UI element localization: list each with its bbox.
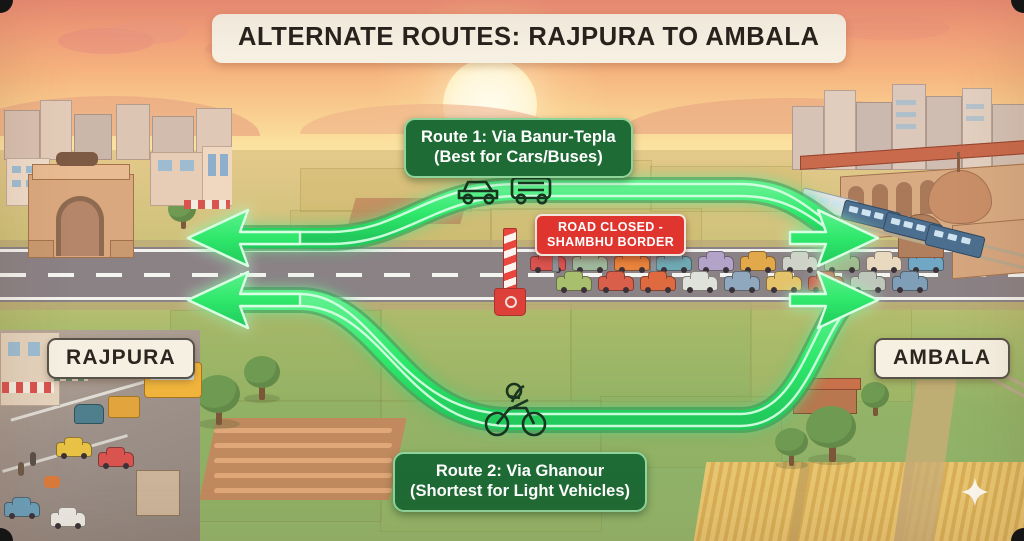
jammed-car bbox=[782, 251, 818, 273]
street-car bbox=[56, 437, 92, 459]
street-car bbox=[98, 447, 134, 469]
jammed-car bbox=[572, 251, 608, 273]
jammed-car bbox=[556, 271, 592, 293]
jammed-car bbox=[850, 271, 886, 293]
pedestrian bbox=[30, 452, 36, 466]
barrier-striped-pole bbox=[503, 228, 517, 296]
window bbox=[12, 180, 21, 187]
station-arch bbox=[896, 182, 912, 216]
street-car bbox=[4, 497, 40, 519]
barrier-base-hole bbox=[505, 296, 517, 308]
window bbox=[12, 166, 21, 173]
origin-city-label: RAJPURA bbox=[47, 338, 195, 379]
jammed-car bbox=[614, 251, 650, 273]
route-2-label: Route 2: Via Ghanour (Shortest for Light… bbox=[393, 452, 648, 512]
route-2-line-2: (Shortest for Light Vehicles) bbox=[410, 482, 631, 500]
route-1-line-1: Route 1: Via Banur-Tepla bbox=[421, 128, 616, 146]
closure-line-2: SHAMBHU BORDER bbox=[547, 234, 675, 249]
window bbox=[26, 166, 35, 173]
jammed-car bbox=[724, 271, 760, 293]
origin-city-text: RAJPURA bbox=[66, 346, 176, 369]
window bbox=[966, 116, 984, 121]
building bbox=[4, 110, 40, 160]
roadside-kiosk bbox=[136, 470, 180, 516]
window bbox=[896, 100, 916, 105]
cloud-shape bbox=[110, 20, 188, 44]
corner-mask bbox=[1011, 528, 1024, 541]
route-2-line-1: Route 2: Via Ghanour bbox=[435, 462, 605, 480]
road-closed-sign: ROAD CLOSED - SHAMBHU BORDER bbox=[535, 214, 687, 256]
page-title: ALTERNATE ROUTES: RAJPURA TO AMBALA bbox=[212, 14, 846, 63]
street-car bbox=[50, 507, 86, 529]
building bbox=[40, 100, 72, 160]
route-1-label: Route 1: Via Banur-Tepla (Best for Cars/… bbox=[404, 118, 633, 178]
sparkle-glint-icon bbox=[960, 477, 990, 507]
jammed-car bbox=[656, 251, 692, 273]
jammed-car bbox=[598, 271, 634, 293]
cloud-shape bbox=[58, 28, 154, 54]
closure-line-1: ROAD CLOSED - bbox=[557, 220, 664, 234]
shop-awning bbox=[184, 200, 230, 209]
route-1-line-2: (Best for Cars/Buses) bbox=[433, 148, 603, 166]
auto-rickshaw bbox=[74, 404, 104, 424]
destination-city-text: AMBALA bbox=[893, 346, 992, 369]
window bbox=[180, 160, 194, 171]
title-text: ALTERNATE ROUTES: RAJPURA TO AMBALA bbox=[238, 23, 820, 51]
window bbox=[896, 124, 916, 129]
shop-awning bbox=[2, 382, 54, 393]
jammed-car bbox=[682, 271, 718, 293]
jammed-car bbox=[698, 251, 734, 273]
jammed-car bbox=[640, 271, 676, 293]
tree bbox=[860, 382, 890, 418]
window bbox=[28, 342, 40, 356]
dome-finial bbox=[957, 152, 960, 172]
window bbox=[8, 342, 20, 356]
window bbox=[208, 154, 216, 176]
jammed-car bbox=[824, 251, 860, 273]
jammed-car bbox=[892, 271, 928, 293]
pedestrian bbox=[18, 462, 24, 476]
jammed-car bbox=[908, 251, 944, 273]
window bbox=[158, 160, 172, 171]
jammed-car bbox=[530, 251, 566, 273]
rajpura-arch-monument bbox=[28, 152, 134, 258]
jammed-car bbox=[866, 251, 902, 273]
jammed-car bbox=[740, 251, 776, 273]
cargo-truck bbox=[108, 396, 140, 418]
jammed-car bbox=[766, 271, 802, 293]
road-barrier-post bbox=[494, 228, 526, 316]
building bbox=[116, 104, 150, 160]
building bbox=[992, 104, 1024, 170]
window bbox=[896, 112, 916, 117]
jammed-car bbox=[808, 271, 844, 293]
destination-city-label: AMBALA bbox=[874, 338, 1011, 379]
window bbox=[966, 104, 984, 109]
window bbox=[220, 154, 228, 176]
cyclist bbox=[44, 476, 60, 488]
cloud-shape bbox=[830, 16, 950, 40]
